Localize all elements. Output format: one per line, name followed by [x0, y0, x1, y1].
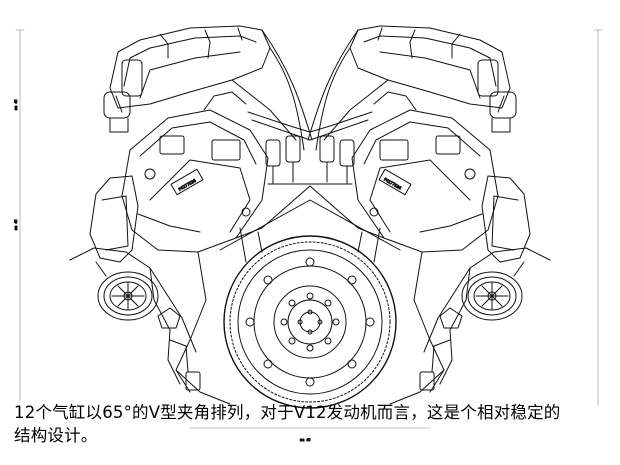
fuel-injectors — [265, 135, 355, 185]
oil-pan — [169, 339, 451, 405]
left-intake-plenum — [103, 25, 271, 133]
left-cylinder-bank: F4277536 — [121, 91, 269, 253]
bottom-dimension-label: mm 45 — [300, 438, 311, 442]
central-intake-runners — [231, 29, 389, 151]
right-side-cover — [465, 175, 551, 301]
right-pulley — [461, 271, 523, 321]
caption: 12个气缸以65°的V型夹角排列，对于V12发动机而言，这是个相对稳定的 结构设… — [14, 401, 610, 447]
caption-line-2: 结构设计。 — [14, 426, 98, 445]
left-side-cover — [69, 175, 155, 301]
flywheel — [223, 235, 397, 409]
engine-block — [149, 185, 471, 393]
mount-brackets — [95, 261, 525, 329]
right-intake-plenum — [349, 25, 517, 133]
flywheel-holes — [245, 257, 375, 387]
right-cylinder-bank: F4277536 — [351, 91, 499, 253]
left-margin-label-2: mm 45 — [14, 219, 18, 230]
dimension-lines — [15, 29, 603, 429]
flywheel-bolts — [280, 292, 340, 352]
left-margin-label: mm 45 — [14, 99, 18, 110]
caption-line-1: 12个气缸以65°的V型夹角排列，对于V12发动机而言，这是个相对稳定的 — [14, 403, 561, 422]
left-pulley — [97, 271, 159, 321]
